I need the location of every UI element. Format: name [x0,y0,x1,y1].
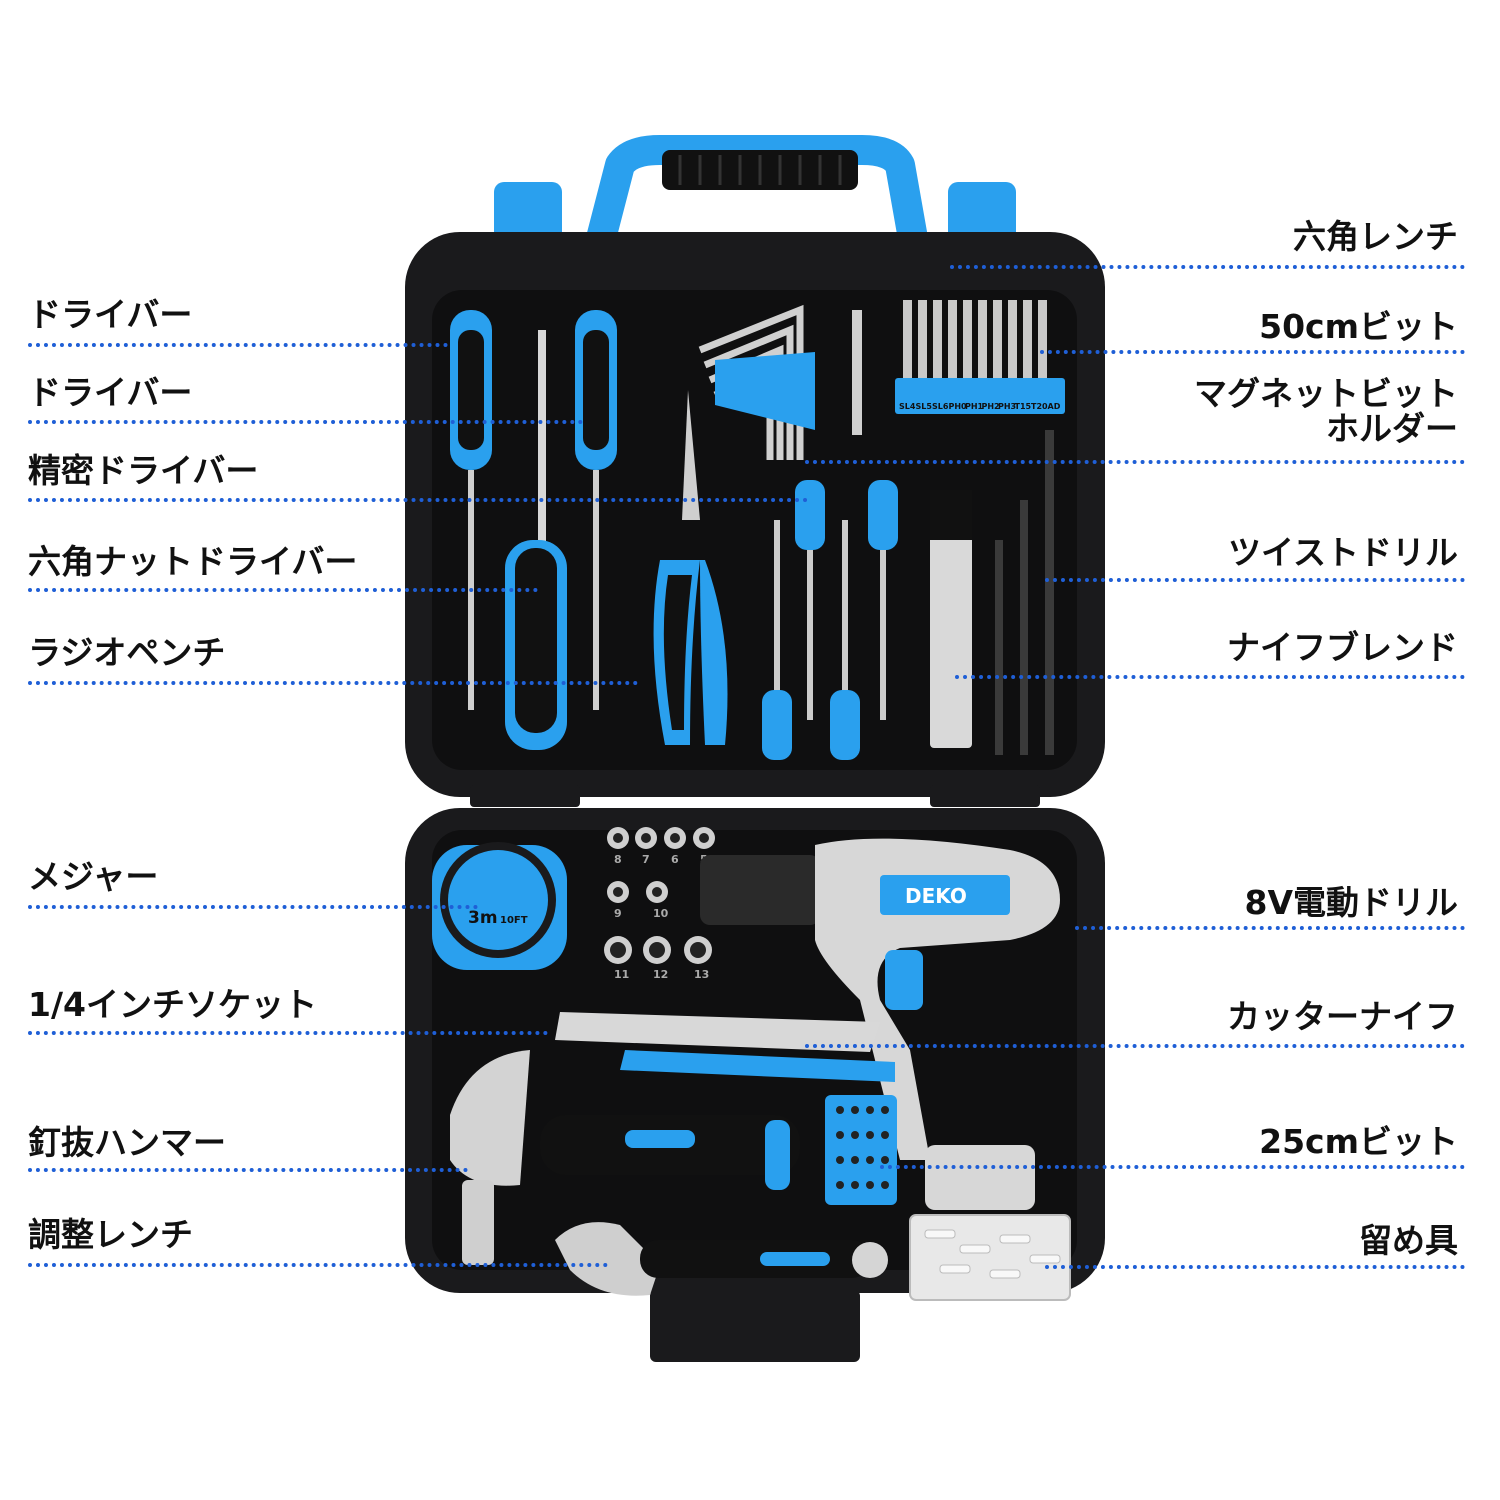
tape-measure: 3m 10FT [432,842,567,970]
nut-driver [505,540,567,750]
leader-utility-knife [805,1044,1465,1048]
leader-socket [28,1031,548,1035]
label-hex-key: 六角レンチ [1293,217,1458,256]
bit-code-label: PH2 [982,402,1000,411]
label-electric-drill: 8V電動ドリル [1244,883,1458,922]
leader-50cm-bit [1040,350,1465,354]
leader-nut-driver [28,588,538,592]
leader-twist-drill [1045,578,1465,582]
label-claw-hammer: 釘抜ハンマー [28,1123,226,1162]
label-precision-screwdriver: 精密ドライバー [28,451,259,490]
bit-code-label: T20 [1031,402,1048,411]
tape-size-ft: 10FT [500,915,528,926]
leader-hex-key [950,265,1465,269]
leader-precision-screwdriver [28,498,808,502]
utility-knife [555,1012,895,1082]
label-screwdriver-1: ドライバー [28,295,193,334]
leader-screwdriver-2 [28,420,583,424]
socket-size-label: 9 [614,907,622,920]
label-fasteners: 留め具 [1359,1221,1458,1260]
precision-shaft [538,330,546,690]
short-bit-set [825,1095,897,1205]
label-twist-drill: ツイストドリル [1227,533,1458,572]
fastener-box [909,1214,1071,1301]
adjustable-wrench [555,1222,888,1296]
label-magnetic-bit-holder: マグネットビット [1194,374,1458,413]
bit-code-label: T15 [1015,402,1032,411]
socket-size-label: 6 [671,853,679,866]
leader-knife-blade [955,675,1465,679]
bit-code-label: PH3 [998,402,1016,411]
label-50cm-bit: 50cmビット [1259,307,1458,346]
cordless-drill: DEKO [700,838,1060,1210]
tape-size: 3m [468,908,498,928]
leader-fasteners [1045,1265,1465,1269]
bit-code-label: SL5 [916,402,933,411]
label-knife-blade: ナイフブレンド [1227,628,1458,667]
leader-25cm-bit [880,1165,1465,1169]
socket-size-label: 11 [614,968,629,981]
label-needle-nose-pliers: ラジオペンチ [28,633,226,672]
label-utility-knife: カッターナイフ [1227,997,1458,1036]
leader-needle-nose-pliers [28,681,638,685]
label-adjustable-wrench: 調整レンチ [28,1215,193,1254]
bit-code-label: SL6 [932,402,949,411]
label-nut-driver: 六角ナットドライバー [28,542,358,581]
leader-electric-drill [1075,926,1465,930]
claw-hammer [450,1050,800,1265]
snap-off-blades [930,490,972,748]
bit-code-label: PH1 [965,402,984,411]
twist-drill-bits [995,430,1054,755]
needle-nose-pliers [653,390,728,745]
leader-claw-hammer [28,1168,468,1172]
screwdriver-2 [575,310,617,710]
socket-size-label: 7 [642,853,650,866]
label-screwdriver-2: ドライバー [28,373,193,412]
socket-size-label: 8 [614,853,622,866]
label-tape-measure: メジャー [28,857,159,896]
leader-tape-measure [28,905,478,909]
drill-brand: DEKO [905,884,967,908]
label-holder: ホルダー [1326,409,1458,448]
precision-screwdrivers [762,480,898,760]
socket-set: 8765910111213 [604,827,715,981]
socket-size-label: 10 [653,907,669,920]
carry-handle [583,135,930,254]
socket-size-label: 12 [653,968,668,981]
label-socket: 1/4インチソケット [28,985,317,1024]
leader-adjustable-wrench [28,1263,608,1267]
leader-magnetic-bit-holder [805,460,1465,464]
bit-code-label: SL4 [899,402,916,411]
label-25cm-bit: 25cmビット [1259,1122,1458,1161]
bit-code-label: PH0 [949,402,968,411]
socket-size-label: 13 [694,968,709,981]
bit-code-label: AD [1048,402,1061,411]
leader-screwdriver-1 [28,343,448,347]
